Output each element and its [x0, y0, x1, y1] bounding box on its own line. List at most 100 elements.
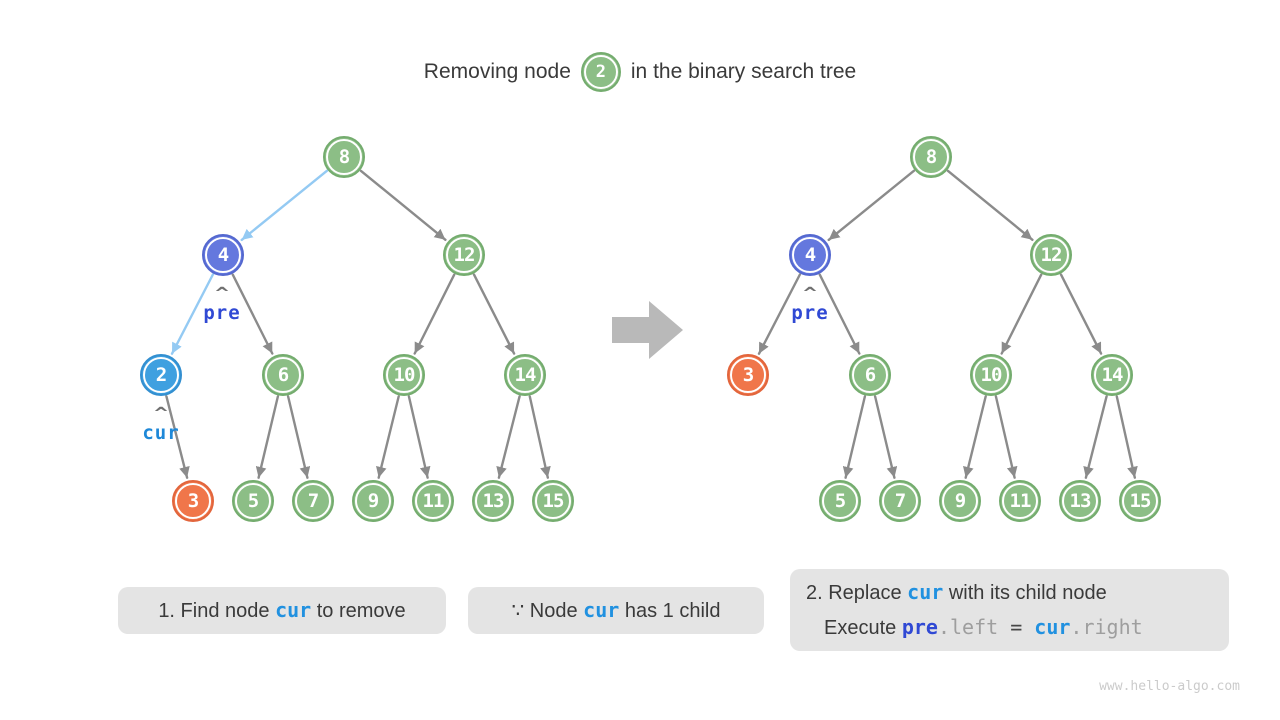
after-tree-pointer-caret-pre: ^: [803, 284, 817, 302]
caption-find-node: 1. Find node cur to remove: [118, 587, 446, 634]
tree-node-label: 7: [894, 490, 906, 512]
node-inner-ring: [973, 357, 1009, 393]
title-node-2: 2: [580, 52, 621, 92]
node-inner-ring: [913, 139, 949, 175]
transform-arrow: [612, 301, 683, 359]
node-inner-ring: [822, 483, 858, 519]
after-tree-edge-14-13: [1083, 395, 1108, 479]
caption-segment: ∵ Node: [511, 600, 584, 622]
title-text-before: Removing node: [423, 60, 571, 83]
before-tree-edge-14-13: [496, 395, 521, 479]
tree-node-label: 5: [247, 490, 259, 512]
before-tree-node-4: 4: [202, 234, 244, 276]
after-tree-node-11: 11: [999, 480, 1041, 522]
after-tree-edge-4-6: [818, 273, 861, 355]
node-inner-ring: [1094, 357, 1130, 393]
tree-node-label: 13: [482, 490, 505, 512]
before-tree-node-8: 8: [323, 136, 365, 178]
caption-segment: has 1 child: [619, 600, 721, 622]
node-inner-ring: [1033, 237, 1069, 273]
before-tree-edge-8-4: [240, 169, 329, 242]
before-tree-pointer-label-cur: cur: [142, 422, 180, 444]
before-tree-node-14: 14: [504, 354, 546, 396]
caption-segment: cur: [907, 580, 944, 604]
caption-segment: cur: [1034, 615, 1071, 639]
before-tree-node-6: 6: [262, 354, 304, 396]
after-tree-edge-6-5: [842, 395, 867, 479]
after-tree-node-13: 13: [1059, 480, 1101, 522]
tree-node-label: 2: [155, 364, 167, 386]
after-tree-edge-8-4: [827, 169, 916, 242]
tree-node-label: 5: [834, 490, 846, 512]
after-tree-edge-10-11: [994, 395, 1018, 479]
caption-replace-node: 2. Replace cur with its child node Execu…: [790, 569, 1229, 651]
after-tree-node-7: 7: [879, 480, 921, 522]
node-inner-ring: [326, 139, 362, 175]
after-tree-node-8: 8: [910, 136, 952, 178]
tree-node-label: 11: [422, 490, 445, 512]
node-inner-ring: [415, 483, 451, 519]
tree-node-label: 9: [954, 490, 966, 512]
caption-line: 1. Find node cur to remove: [158, 596, 405, 625]
caption-segment: Execute: [824, 617, 902, 639]
after-tree-node-14: 14: [1091, 354, 1133, 396]
title-node-label: 2: [595, 62, 607, 82]
after-tree-node-15: 15: [1119, 480, 1161, 522]
caption-segment: 1. Find node: [158, 600, 276, 622]
after-tree-edge-4-3: [757, 273, 802, 355]
before-tree-node-15: 15: [532, 480, 574, 522]
before-tree-node-12: 12: [443, 234, 485, 276]
after-tree-node-10: 10: [970, 354, 1012, 396]
after-tree-edge-10-9: [963, 395, 987, 479]
node-inner-ring: [235, 483, 271, 519]
caption-segment: pre: [901, 615, 938, 639]
tree-node-label: 14: [514, 364, 537, 386]
caption-segment: .right: [1070, 615, 1143, 639]
node-inner-ring: [475, 483, 511, 519]
tree-node-label: 3: [742, 364, 754, 386]
node-inner-ring: [265, 357, 301, 393]
tree-node-label: 6: [277, 364, 289, 386]
after-tree-edge-14-15: [1115, 395, 1138, 479]
after-tree-node-3: 3: [727, 354, 769, 396]
before-tree-node-5: 5: [232, 480, 274, 522]
node-inner-ring: [792, 237, 828, 273]
node-inner-ring: [852, 357, 888, 393]
node-inner-ring: [386, 357, 422, 393]
node-inner-ring: [1122, 483, 1158, 519]
tree-node-label: 14: [1101, 364, 1124, 386]
node-inner-ring: [355, 483, 391, 519]
tree-node-label: 13: [1069, 490, 1092, 512]
after-tree-edge-8-12: [946, 169, 1034, 242]
after-tree-node-5: 5: [819, 480, 861, 522]
before-tree-node-13: 13: [472, 480, 514, 522]
tree-node-label: 6: [864, 364, 876, 386]
node-inner-ring: [507, 357, 543, 393]
caption-segment: 2. Replace: [806, 582, 908, 604]
before-tree-edge-6-5: [255, 395, 280, 479]
after-tree-node-6: 6: [849, 354, 891, 396]
after-tree-pointer-label-pre: pre: [791, 302, 829, 324]
tree-node-label: 8: [925, 146, 937, 168]
watermark: www.hello-algo.com: [1099, 679, 1240, 694]
caption-line: ∵ Node cur has 1 child: [512, 596, 721, 625]
node-inner-ring: [143, 357, 179, 393]
before-tree-edge-2-3: [165, 395, 190, 479]
before-tree-edge-10-11: [407, 395, 431, 479]
before-tree-pointer-label-pre: pre: [203, 302, 241, 324]
tree-node-label: 8: [338, 146, 350, 168]
before-tree-edge-10-9: [376, 395, 400, 479]
title-text-after: in the binary search tree: [630, 60, 857, 83]
node-inner-ring: [730, 357, 766, 393]
after-tree-edge-6-7: [873, 395, 898, 479]
tree-node-label: 4: [804, 244, 816, 266]
node-inner-ring: [942, 483, 978, 519]
before-tree-edge-6-7: [286, 395, 311, 479]
caption-segment: cur: [275, 598, 312, 622]
node-inner-ring: [1002, 483, 1038, 519]
tree-node-label: 12: [1040, 244, 1063, 266]
tree-node-label: 15: [1129, 490, 1152, 512]
node-inner-ring: [295, 483, 331, 519]
